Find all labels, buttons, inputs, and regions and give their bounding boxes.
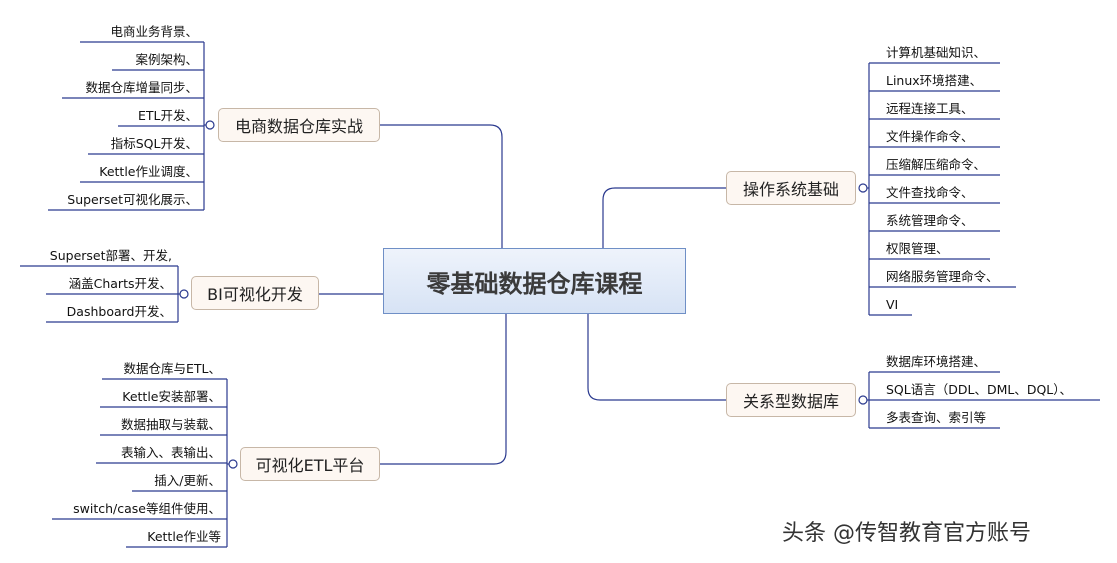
leaf-item[interactable]: 案例架构、: [135, 52, 198, 67]
leaf-item[interactable]: Superset可视化展示、: [67, 192, 198, 207]
branch-ecommerce-dw[interactable]: 电商数据仓库实战: [218, 108, 380, 142]
leaf-item[interactable]: SQL语言（DDL、DML、DQL）、: [886, 382, 1073, 397]
branch-relational-db[interactable]: 关系型数据库: [726, 383, 856, 417]
leaf-item[interactable]: 系统管理命令、: [886, 213, 974, 228]
leaf-item[interactable]: Kettle安装部署、: [122, 389, 221, 404]
leaf-item[interactable]: Linux环境搭建、: [886, 73, 983, 88]
root-node[interactable]: 零基础数据仓库课程: [383, 248, 686, 314]
leaf-item[interactable]: 数据仓库与ETL、: [123, 361, 222, 376]
leaf-item[interactable]: 压缩解压缩命令、: [886, 157, 987, 172]
leaf-item[interactable]: 数据抽取与装载、: [120, 417, 221, 432]
leaf-item[interactable]: switch/case等组件使用、: [73, 501, 221, 516]
leaf-item[interactable]: ETL开发、: [138, 108, 198, 123]
collapse-toggle-branch-4[interactable]: [858, 395, 868, 405]
leaf-item[interactable]: 文件查找命令、: [886, 185, 974, 200]
leaf-item[interactable]: 指标SQL开发、: [110, 136, 198, 151]
collapse-toggle-branch-3[interactable]: [858, 183, 868, 193]
leaf-item[interactable]: 远程连接工具、: [886, 101, 974, 116]
collapse-toggle-branch-1[interactable]: [179, 289, 189, 299]
leaf-item[interactable]: 涵盖Charts开发、: [68, 276, 172, 291]
leaf-item[interactable]: Superset部署、开发,: [49, 248, 172, 263]
connector-root-branch-4: [587, 314, 726, 401]
leaf-item[interactable]: Dashboard开发、: [66, 304, 172, 319]
branch-visual-etl[interactable]: 可视化ETL平台: [240, 447, 380, 481]
collapse-toggle-branch-0[interactable]: [205, 120, 215, 130]
leaf-item[interactable]: 电商业务背景、: [110, 24, 198, 39]
leaf-item[interactable]: 文件操作命令、: [886, 129, 974, 144]
leaf-item[interactable]: VI: [886, 297, 899, 312]
watermark-text: 头条 @传智教育官方账号: [782, 521, 1031, 546]
leaf-item[interactable]: Kettle作业调度、: [99, 164, 198, 179]
leaf-item[interactable]: 表输入、表输出、: [120, 445, 221, 460]
branch-os-basics[interactable]: 操作系统基础: [726, 171, 856, 205]
leaf-item[interactable]: 计算机基础知识、: [886, 45, 987, 60]
leaf-item[interactable]: 数据仓库增量同步、: [85, 80, 198, 95]
leaf-item[interactable]: Kettle作业等: [147, 529, 221, 544]
connector-root-branch-2: [380, 314, 507, 465]
leaf-item[interactable]: 权限管理、: [886, 241, 949, 256]
connector-root-branch-3: [602, 187, 726, 248]
leaf-item[interactable]: 插入/更新、: [154, 473, 221, 488]
leaf-item[interactable]: 多表查询、索引等: [886, 410, 987, 425]
leaf-item[interactable]: 网络服务管理命令、: [886, 269, 999, 284]
leaf-item[interactable]: 数据库环境搭建、: [886, 354, 987, 369]
branch-bi-visualization[interactable]: BI可视化开发: [191, 276, 319, 310]
collapse-toggle-branch-2[interactable]: [228, 459, 238, 469]
connector-root-branch-0: [380, 124, 503, 248]
